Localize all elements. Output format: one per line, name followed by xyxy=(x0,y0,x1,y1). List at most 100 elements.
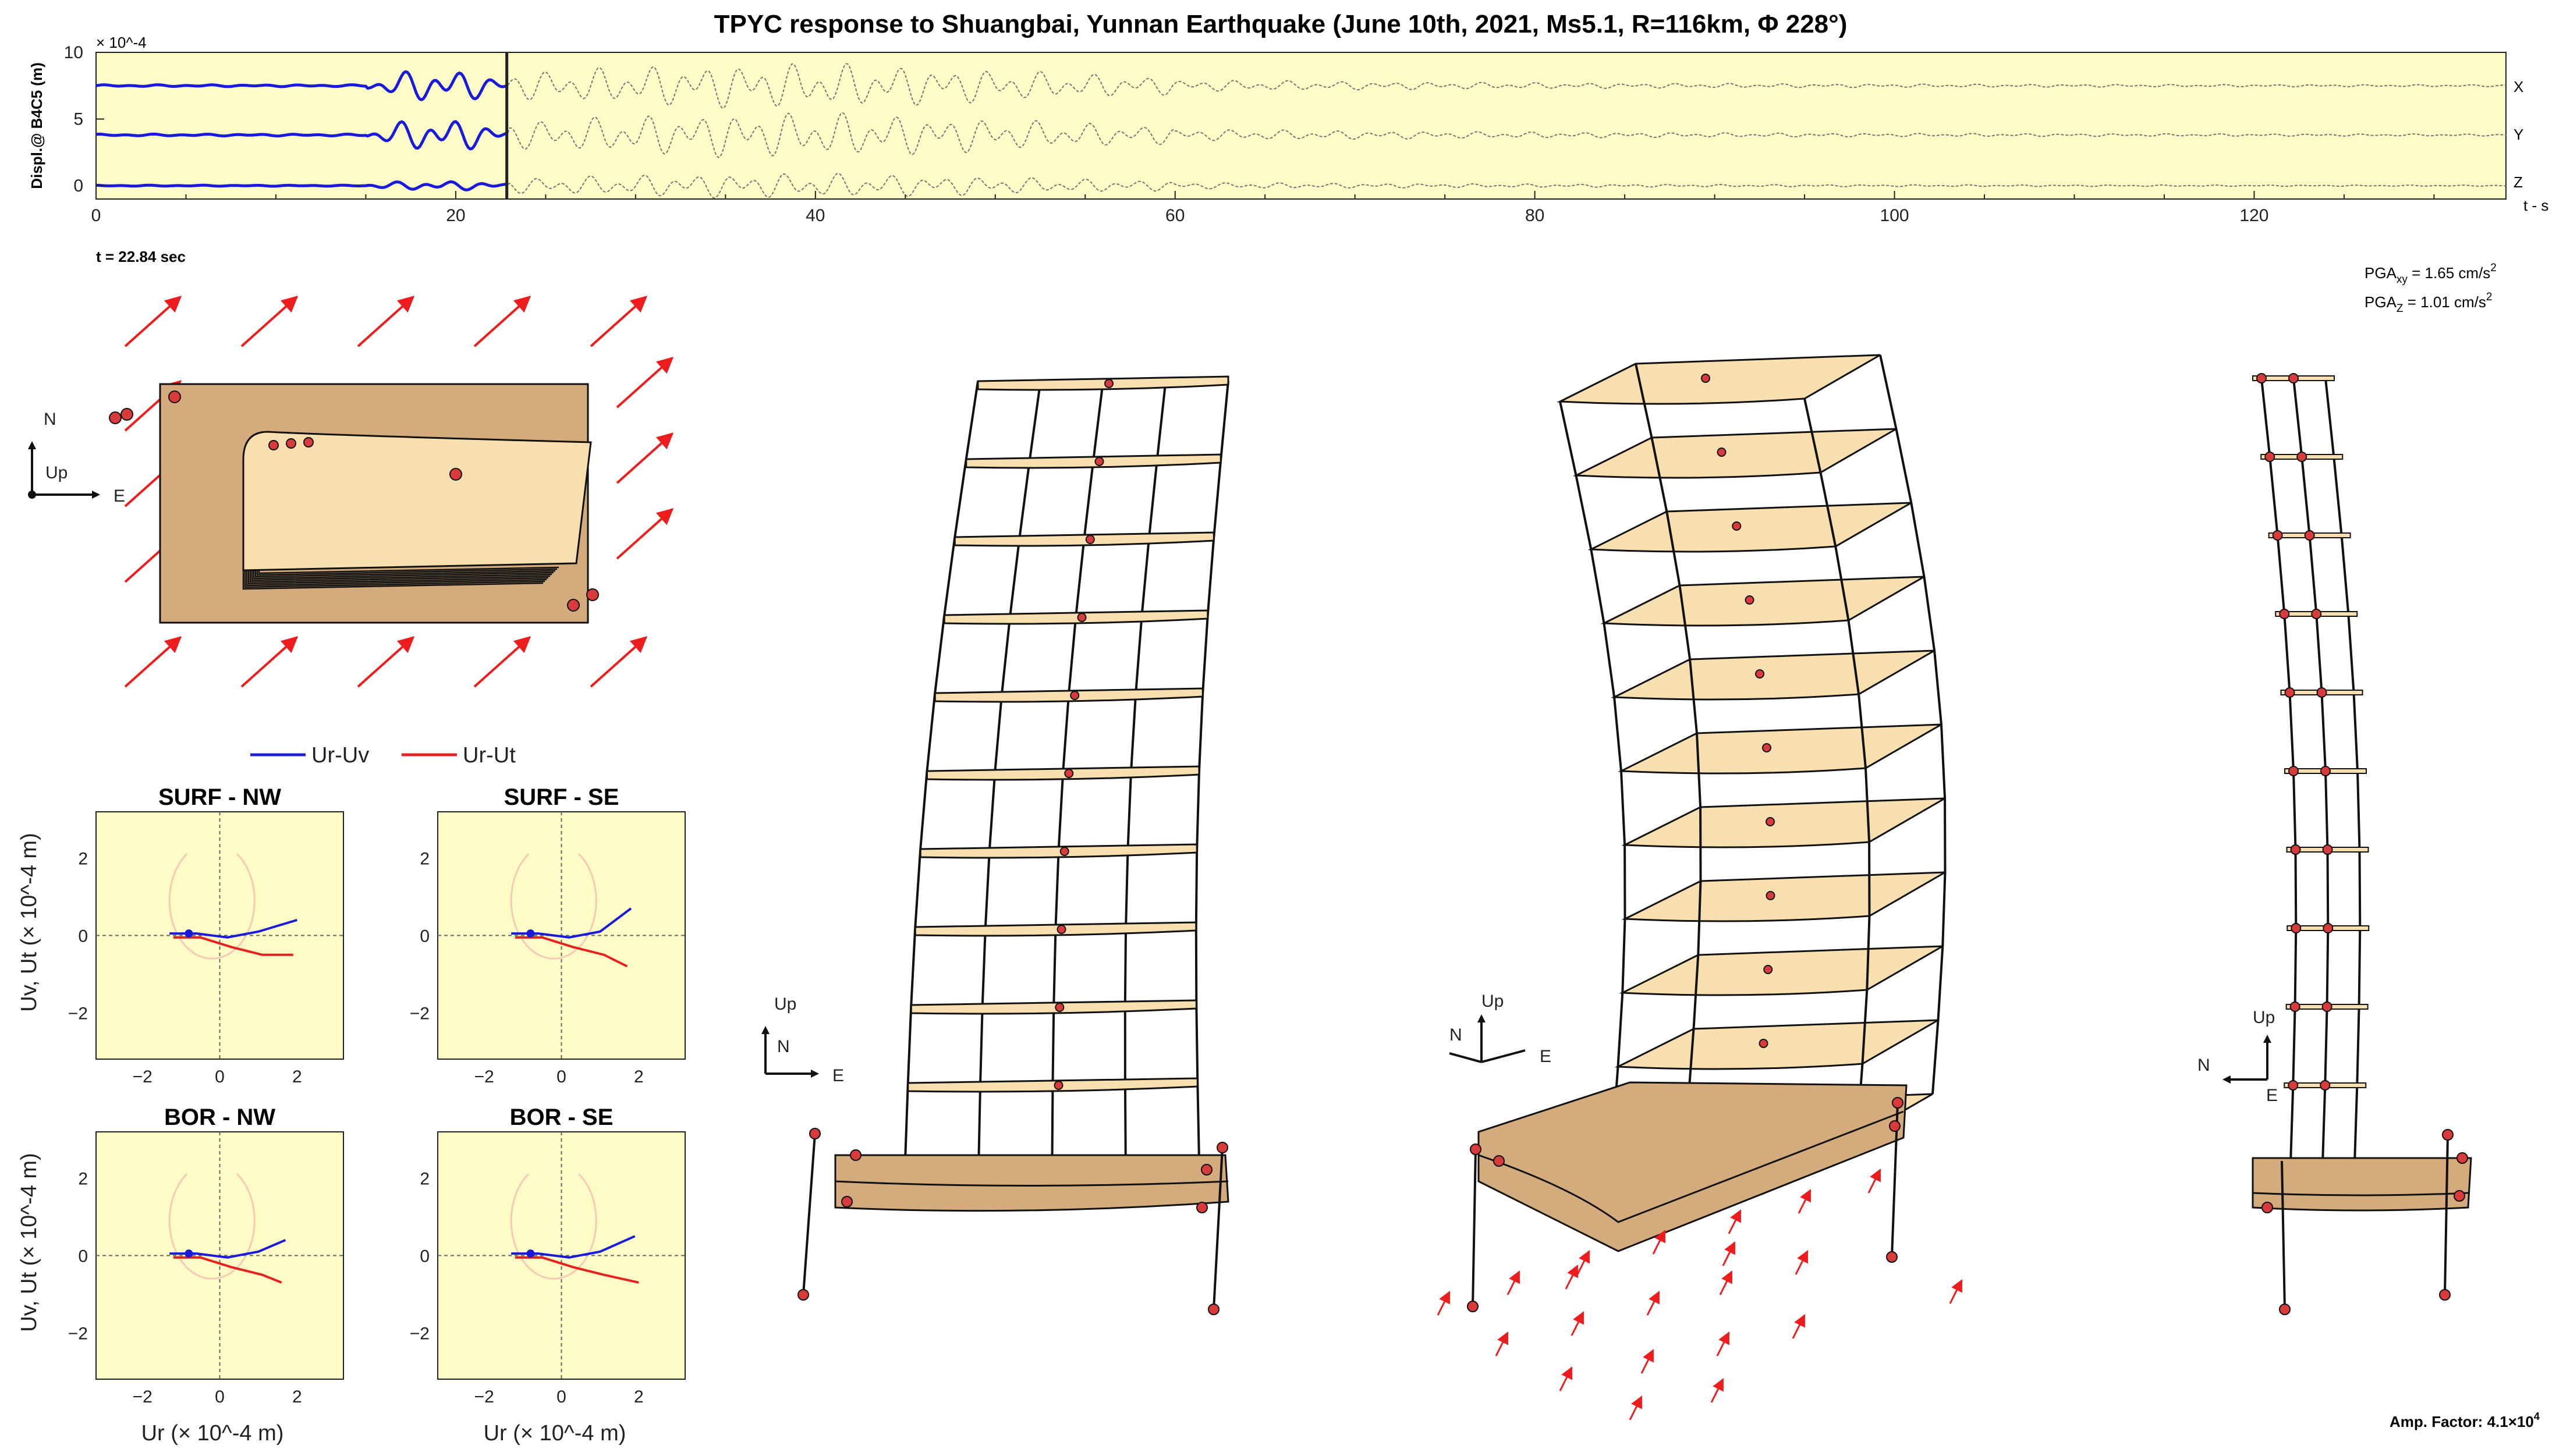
y-axis-label: Displ.@ B4C5 (m) xyxy=(28,62,45,189)
sensor-node xyxy=(2261,1202,2273,1213)
series-future-x xyxy=(507,63,2507,109)
wave-arrow xyxy=(1949,1279,1963,1304)
wave-arrow xyxy=(616,508,674,560)
x-tick-label: −2 xyxy=(133,1067,153,1086)
floor-slab xyxy=(926,765,1200,781)
compass2-e-label: E xyxy=(1540,1047,1551,1066)
compass3-n-label: N xyxy=(2197,1056,2210,1075)
orbit-head xyxy=(526,1249,535,1258)
sensor-node xyxy=(1745,595,1754,605)
frame-column xyxy=(1635,363,1702,1103)
sensor-node xyxy=(1470,1144,1481,1155)
legend-ur-ut: Ur-Ut xyxy=(463,743,516,768)
floor-slab xyxy=(1621,871,1946,922)
building-view-side-elevation xyxy=(2252,373,2472,1315)
wave-arrow xyxy=(1722,1241,1736,1266)
sensor-node xyxy=(1701,374,1710,383)
wave-arrow xyxy=(1728,1209,1742,1234)
x-tick-label: 0 xyxy=(556,1067,566,1086)
y-tick-label: 2 xyxy=(420,850,430,869)
series-x xyxy=(95,70,507,102)
time-series-plot-area xyxy=(95,52,2507,200)
wave-arrow xyxy=(124,636,182,688)
wave-arrow xyxy=(616,432,674,484)
wave-arrow xyxy=(590,296,648,347)
wave-arrow xyxy=(357,636,415,688)
sensor-node xyxy=(2442,1129,2454,1141)
sensor-node xyxy=(2264,452,2275,462)
sensor-node xyxy=(1196,1202,1208,1213)
x-tick-label: −2 xyxy=(474,1067,494,1086)
orbit-head xyxy=(185,929,193,938)
sensor-node xyxy=(2296,452,2307,462)
building-view-isometric xyxy=(1467,354,1947,1312)
floor-slab xyxy=(1619,945,1944,996)
y-tick-label: 0 xyxy=(420,1247,430,1266)
orbit-x-label-left: Ur (× 10^-4 m) xyxy=(141,1421,284,1446)
x-tick-label: 80 xyxy=(1525,206,1544,225)
base-slab xyxy=(1477,1081,1908,1252)
series-z xyxy=(95,180,506,191)
x-tick-label: 0 xyxy=(556,1387,566,1407)
x-tick-label: −2 xyxy=(133,1387,153,1407)
sensor-node xyxy=(1467,1301,1479,1312)
x-tick-label: 40 xyxy=(806,206,825,225)
sensor-node xyxy=(2320,766,2331,776)
floor-slab xyxy=(1557,354,1881,405)
sensor-node xyxy=(2289,1002,2300,1012)
wave-arrows-isometric xyxy=(1437,1169,1963,1421)
orbit-panel-title: SURF - NW xyxy=(158,784,281,810)
x-tick-label: 0 xyxy=(215,1067,225,1086)
sensor-node xyxy=(1201,1164,1213,1176)
wave-arrow xyxy=(1437,1291,1451,1316)
orbit-panel-title: BOR - SE xyxy=(510,1105,614,1130)
sensor-node xyxy=(2279,609,2290,619)
y-tick-label: 0 xyxy=(73,176,83,196)
wave-arrow xyxy=(357,296,415,347)
pga-xy: PGAxy = 1.65 cm/s2 xyxy=(2365,262,2497,286)
plan-node xyxy=(109,411,122,424)
sensor-node xyxy=(2311,609,2322,619)
sensor-node xyxy=(1104,379,1114,388)
chart-title: TPYC response to Shuangbai, Yunnan Earth… xyxy=(714,10,1848,38)
sensor-node xyxy=(1055,1003,1065,1012)
orbit-ur-ut xyxy=(173,936,293,956)
compass3-up-label: Up xyxy=(2253,1008,2275,1027)
y-tick-label: 2 xyxy=(78,850,88,869)
compass-n-label: N xyxy=(44,410,56,429)
frame-column xyxy=(1803,398,1871,1138)
time-series-panel: TPYC response to Shuangbai, Yunnan Earth… xyxy=(28,10,2548,265)
sensor-node xyxy=(2304,530,2315,541)
time-series-traces xyxy=(95,63,2507,199)
base-slab xyxy=(834,1154,1229,1212)
wave-arrow xyxy=(1576,1250,1590,1275)
compass3-e-label: E xyxy=(2266,1086,2278,1105)
frame-column xyxy=(1194,381,1229,1162)
compass-e-label: E xyxy=(114,486,125,506)
sensor-node xyxy=(2454,1190,2465,1202)
frame-column xyxy=(1879,354,1947,1095)
x-tick-label: 100 xyxy=(1880,206,1909,225)
sensor-node xyxy=(1070,691,1080,700)
plan-node xyxy=(120,408,133,421)
wave-arrow xyxy=(616,357,674,409)
x-tick-label: 2 xyxy=(634,1387,644,1407)
sensor-node xyxy=(1085,535,1095,544)
sensor-node xyxy=(2272,530,2283,541)
pga-annotations: PGAxy = 1.65 cm/s2 PGAZ = 1.01 cm/s2 xyxy=(2365,262,2497,315)
sensor-node xyxy=(1057,925,1066,934)
wave-arrow xyxy=(1867,1169,1881,1194)
orbit-history xyxy=(168,1173,256,1280)
wave-arrow xyxy=(1629,1395,1643,1421)
sensor-node xyxy=(2439,1289,2451,1301)
sensor-node xyxy=(1054,1081,1064,1090)
orbit-ur-ut xyxy=(515,1256,639,1284)
x-tick-label: −2 xyxy=(474,1387,494,1407)
wave-arrow xyxy=(240,636,299,688)
orbit-y-label-bottom: Uv, Ut (× 10^-4 m) xyxy=(17,1153,41,1331)
wave-arrow xyxy=(124,296,182,347)
plan-node xyxy=(303,437,314,448)
floor-slab xyxy=(910,999,1197,1015)
